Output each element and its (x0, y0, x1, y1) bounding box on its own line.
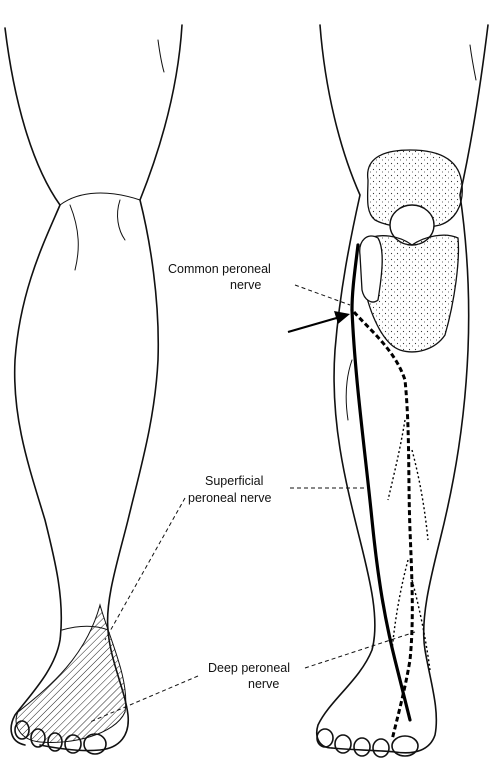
left-leg-outer-outline (5, 28, 61, 745)
label-superficial-peroneal-line2: peroneal nerve (188, 491, 271, 505)
deep-peroneal-nerve-path (354, 312, 412, 740)
nerve-branch-5 (346, 360, 352, 420)
label-superficial-peroneal-line1: Superficial (205, 474, 263, 488)
label-common-peroneal-line1: Common peroneal (168, 262, 271, 276)
deep-peroneal-leader (305, 632, 415, 668)
left-thigh-detail (158, 40, 164, 72)
label-deep-peroneal-line1: Deep peroneal (208, 661, 290, 675)
label-common-peroneal-line2: nerve (230, 278, 261, 292)
common-peroneal-nerve-path (352, 245, 358, 310)
left-knee-crease-2 (118, 200, 125, 240)
labels: Common peroneal nerve Superficial perone… (168, 262, 290, 691)
right-thigh-detail (470, 45, 476, 80)
knee-bones (360, 150, 463, 352)
right-leg-outer-outline (317, 25, 375, 748)
left-foot-hatched-area (16, 605, 126, 743)
label-deep-peroneal-line2: nerve (248, 677, 279, 691)
left-leg (5, 25, 182, 754)
right-leg-inner-outline (332, 25, 488, 753)
pointer-arrow (288, 311, 350, 332)
left-thigh-line (60, 193, 140, 205)
nerve-branch-2 (412, 450, 428, 540)
fibula-head (360, 236, 382, 302)
nerve-branch-1 (388, 420, 405, 500)
left-knee-crease (70, 205, 78, 270)
right-leg (288, 25, 488, 757)
superficial-to-foot-leader (105, 498, 185, 640)
